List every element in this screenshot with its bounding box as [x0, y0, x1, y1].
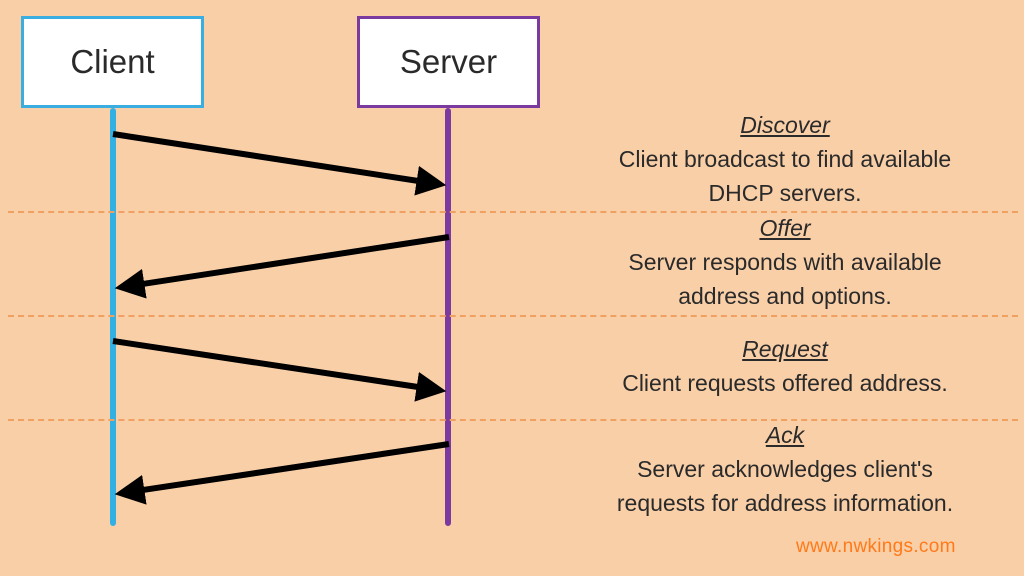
ack-arrow [114, 441, 450, 505]
phase-divider [8, 211, 1018, 213]
offer-arrow [114, 234, 450, 299]
request-title: Request [742, 336, 828, 362]
offer-title: Offer [759, 215, 811, 241]
discover-arrow [112, 131, 447, 196]
client-box: Client [21, 16, 204, 108]
offer-description: Offer Server responds with available add… [560, 211, 1010, 313]
server-box: Server [357, 16, 540, 108]
offer-text: Server responds with available address a… [628, 249, 942, 309]
phase-divider [8, 419, 1018, 421]
ack-text: Server acknowledges client's requests fo… [616, 456, 954, 516]
ack-title: Ack [765, 422, 805, 448]
client-lifeline [110, 108, 116, 526]
discover-text: Client broadcast to find available DHCP … [618, 146, 952, 206]
phase-divider [8, 315, 1018, 317]
ack-description: Ack Server acknowledges client's request… [560, 418, 1010, 520]
site-watermark: www.nwkings.com [796, 536, 956, 557]
request-arrow [112, 338, 447, 402]
request-description: Request Client requests offered address. [560, 332, 1010, 400]
request-text: Client requests offered address. [622, 370, 948, 396]
discover-title: Discover [740, 112, 830, 138]
server-lifeline [445, 108, 451, 526]
client-label: Client [70, 43, 155, 80]
server-label: Server [399, 43, 498, 80]
discover-description: Discover Client broadcast to find availa… [560, 108, 1010, 210]
